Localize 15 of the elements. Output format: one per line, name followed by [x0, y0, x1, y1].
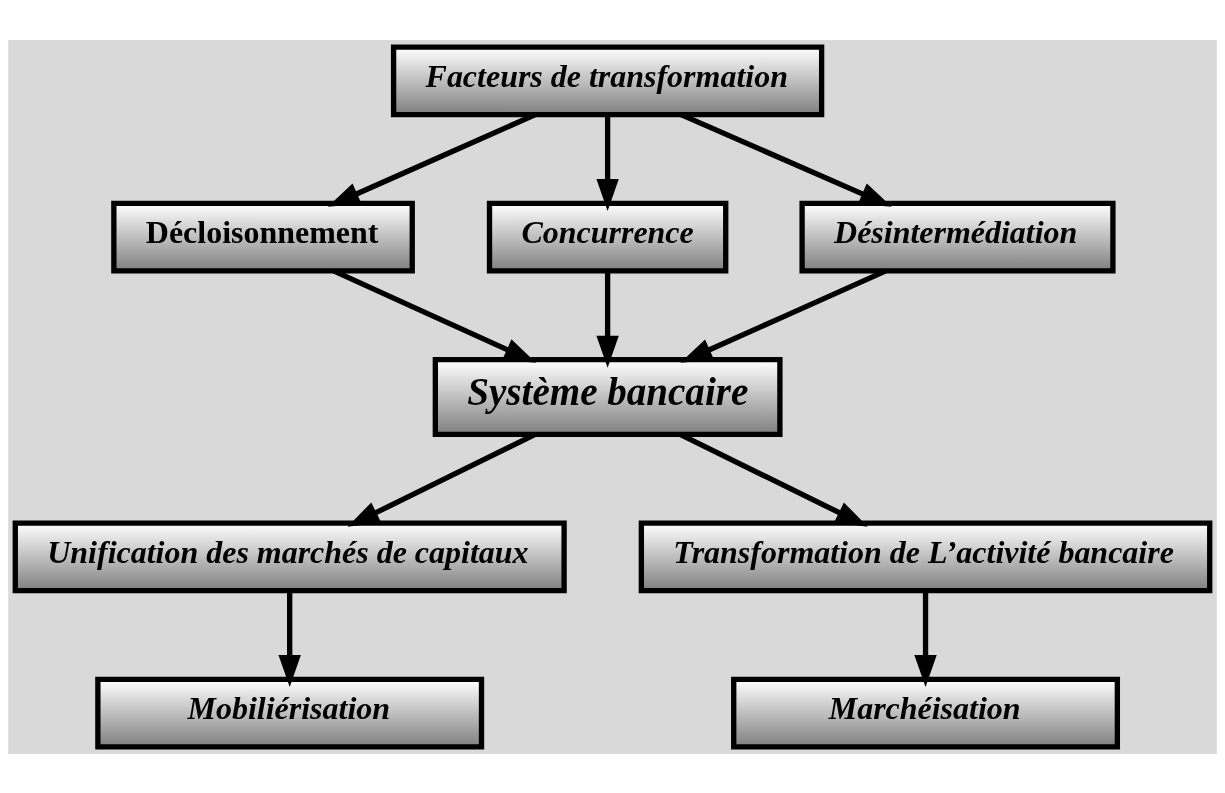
node-box: Concurrence	[486, 200, 729, 274]
node-box: Désintermédiation	[799, 200, 1116, 274]
node-box: Marchéisation	[731, 676, 1121, 750]
node-box: Système bancaire	[432, 356, 783, 437]
arrow	[332, 268, 537, 363]
arrow	[914, 590, 937, 687]
arrow	[596, 114, 619, 211]
node-box: Facteurs de transformation	[390, 43, 825, 117]
node-box: Unification des marchés de capitaux	[12, 519, 567, 593]
arrow	[680, 268, 887, 363]
node-box: Mobiliérisation	[95, 676, 485, 750]
node-box: Transformation de L’activité bancaire	[638, 519, 1213, 593]
arrow	[596, 270, 619, 368]
node-box: Décloisonnement	[111, 200, 415, 274]
arrow	[278, 590, 301, 687]
